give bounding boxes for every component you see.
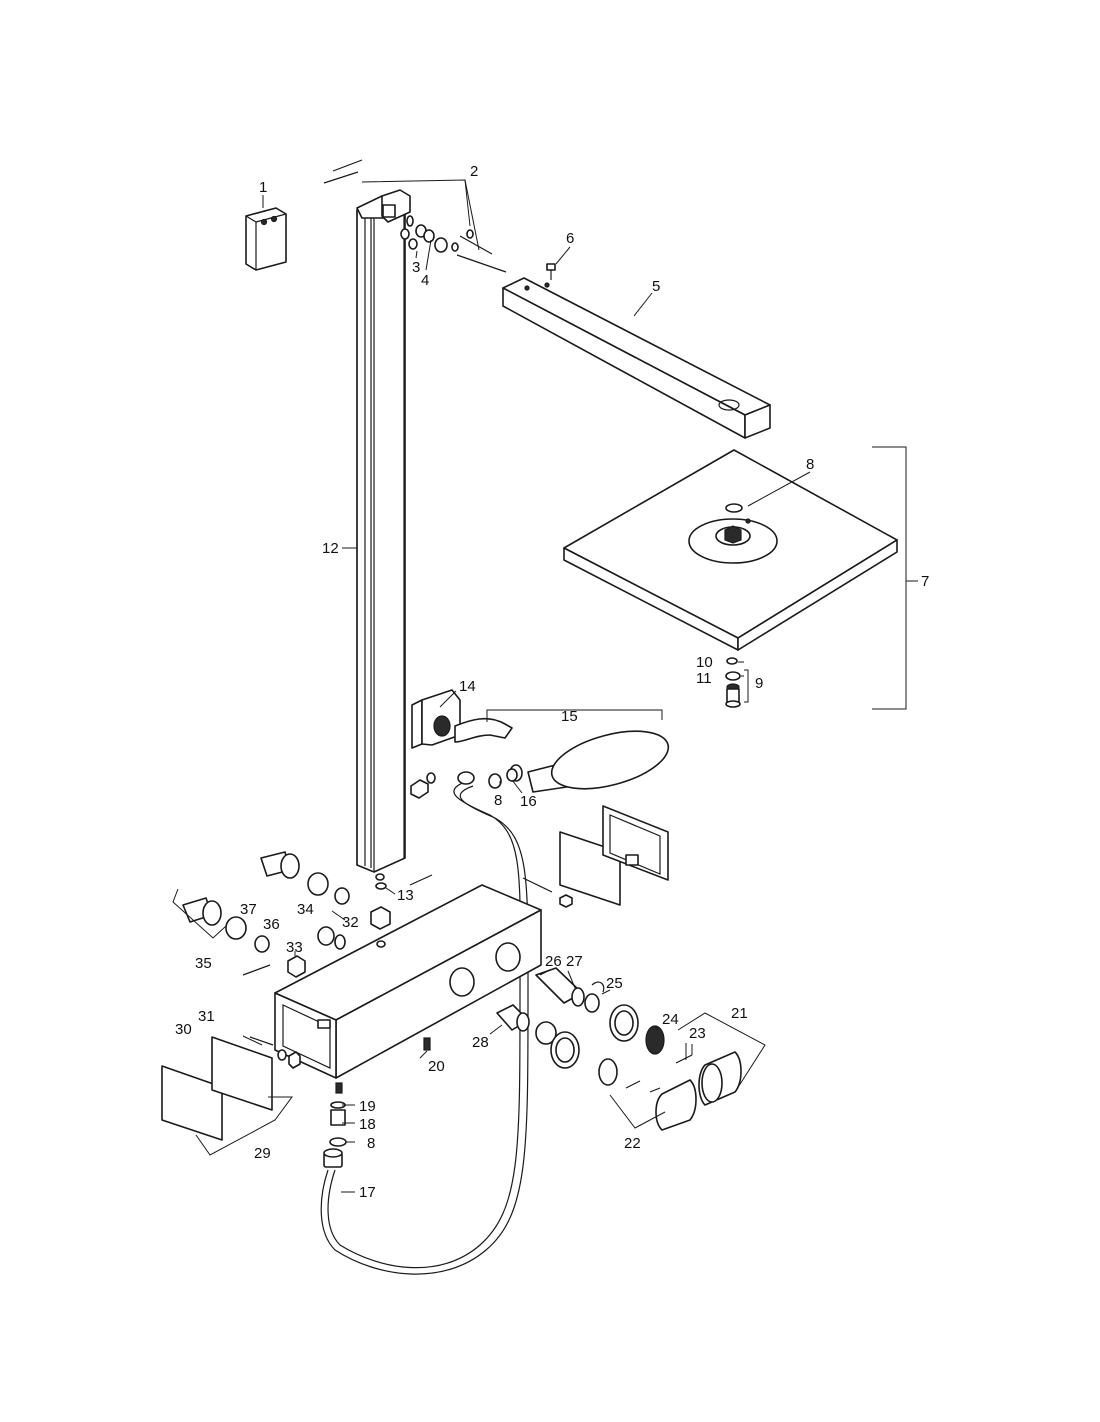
label-26: 26 bbox=[545, 953, 562, 970]
label-37: 37 bbox=[240, 901, 257, 918]
left-inlet-fittings-part bbox=[182, 897, 271, 976]
label-10: 10 bbox=[696, 654, 713, 671]
top-fittings-part bbox=[400, 215, 459, 253]
arm-screw-part bbox=[546, 263, 556, 280]
label-29: 29 bbox=[254, 1145, 271, 1162]
label-17: 17 bbox=[359, 1184, 376, 1201]
label-24: 24 bbox=[662, 1011, 679, 1028]
label-28: 28 bbox=[472, 1034, 489, 1051]
shower-connector-part bbox=[725, 657, 741, 708]
label-25: 25 bbox=[606, 975, 623, 992]
wall-plate-part bbox=[245, 207, 287, 271]
hand-shower-holder-part bbox=[411, 689, 513, 749]
display-cover-part bbox=[559, 805, 669, 906]
label-6: 6 bbox=[566, 230, 574, 247]
label-16: 16 bbox=[520, 793, 537, 810]
shower-arm-part bbox=[502, 277, 771, 439]
upper-inlet-fittings-part bbox=[260, 851, 350, 905]
thermostat-body-part bbox=[274, 884, 542, 1079]
label-2: 2 bbox=[470, 163, 478, 180]
label-3: 3 bbox=[412, 259, 420, 276]
label-4: 4 bbox=[421, 272, 429, 289]
label-22: 22 bbox=[624, 1135, 641, 1152]
label-8-shower: 8 bbox=[806, 456, 814, 473]
label-8-outlet: 8 bbox=[367, 1135, 375, 1152]
label-19: 19 bbox=[359, 1098, 376, 1115]
label-15: 15 bbox=[561, 708, 578, 725]
label-1: 1 bbox=[259, 179, 267, 196]
label-23: 23 bbox=[689, 1025, 706, 1042]
label-5: 5 bbox=[652, 278, 660, 295]
label-21: 21 bbox=[731, 1005, 748, 1022]
label-36: 36 bbox=[263, 916, 280, 933]
vertical-column-part bbox=[356, 189, 411, 873]
body-outlet-fittings-part bbox=[329, 1082, 347, 1147]
label-32: 32 bbox=[342, 914, 359, 931]
mounting-screws-part bbox=[323, 159, 507, 273]
label-9: 9 bbox=[755, 675, 763, 692]
label-13: 13 bbox=[397, 887, 414, 904]
control-knobs-part bbox=[550, 1025, 742, 1131]
thermostat-cartridge-part bbox=[496, 967, 639, 1045]
label-30: 30 bbox=[175, 1021, 192, 1038]
part-number-labels: 1 2 3 4 5 6 7 8 8 8 9 10 11 12 13 14 15 … bbox=[175, 163, 929, 1201]
label-8-handshower: 8 bbox=[494, 792, 502, 809]
leader-lines bbox=[172, 179, 918, 1193]
lower-cover-plates-part bbox=[161, 1036, 301, 1141]
label-27: 27 bbox=[566, 953, 583, 970]
label-33: 33 bbox=[286, 939, 303, 956]
hand-shower-part bbox=[509, 730, 670, 793]
label-35: 35 bbox=[195, 955, 212, 972]
label-34: 34 bbox=[297, 901, 314, 918]
label-31: 31 bbox=[198, 1008, 215, 1025]
label-18: 18 bbox=[359, 1116, 376, 1133]
label-14: 14 bbox=[459, 678, 476, 695]
mid-inlet-fittings-part bbox=[287, 906, 391, 978]
label-12: 12 bbox=[322, 540, 339, 557]
label-20: 20 bbox=[428, 1058, 445, 1075]
label-11: 11 bbox=[696, 670, 712, 687]
label-7: 7 bbox=[921, 573, 929, 590]
overhead-shower-part bbox=[563, 449, 898, 651]
column-bottom-fittings-part bbox=[375, 873, 573, 908]
shower-hose-part bbox=[320, 771, 529, 1275]
hand-shower-washers-part bbox=[410, 768, 518, 799]
grub-screw-part bbox=[423, 1037, 431, 1051]
